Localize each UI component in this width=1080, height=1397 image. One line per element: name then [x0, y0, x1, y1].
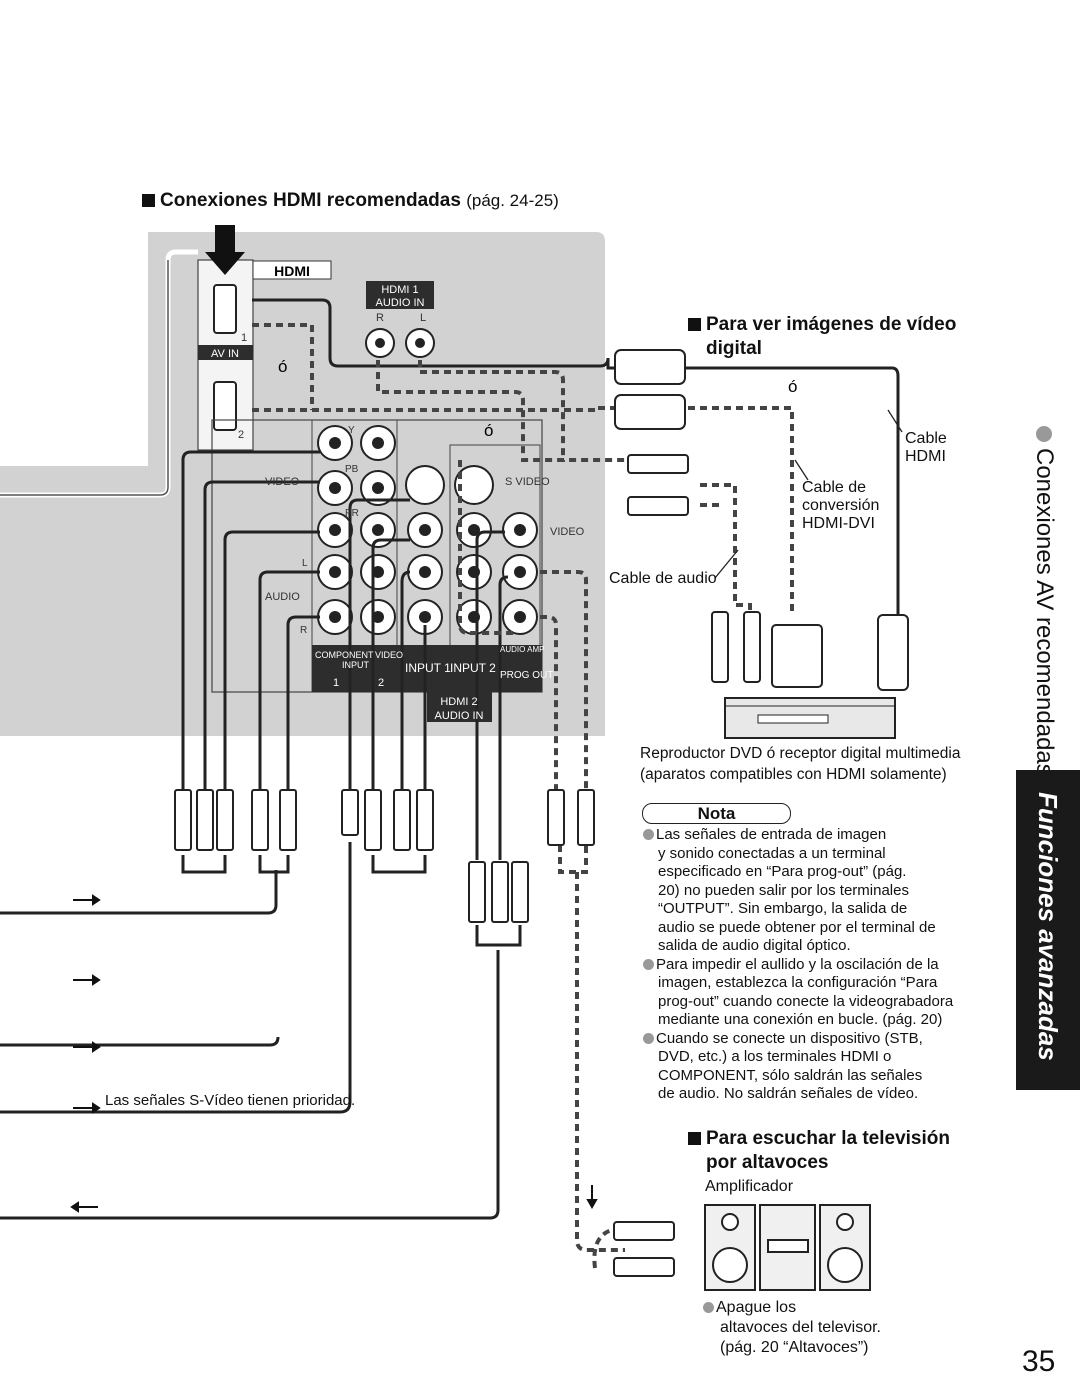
bullet-icon [703, 1302, 714, 1313]
vid-num-label: 2 [378, 677, 384, 689]
input1-label: INPUT 1 [405, 661, 451, 675]
video-input-label: VIDEO [375, 650, 403, 660]
page-ref: (pág. 24-25) [466, 191, 559, 210]
audio-label: AUDIO [265, 591, 300, 603]
cable-audio-label: Cable de audio [609, 570, 717, 587]
nota-item: Las señales de entrada de imagen y sonid… [643, 826, 1003, 956]
page-number: 35 [1022, 1345, 1056, 1378]
section-bullet-icon [1036, 426, 1052, 442]
speaker-note: Apague los altavoces del televisor. (pág… [703, 1298, 881, 1358]
digital-video-heading: Para ver imágenes de vídeo digital [688, 313, 956, 361]
r-small-label: R [300, 625, 307, 636]
nota-list: Las señales de entrada de imagen y sonid… [643, 826, 1003, 1104]
amplifier-label: Amplificador [705, 1178, 794, 1195]
y-label: Y [348, 425, 355, 436]
av-in-label: AV IN [211, 348, 239, 360]
l-small-label: L [302, 558, 308, 569]
square-bullet-icon [688, 318, 701, 331]
section-vertical-title: Conexiones AV recomendadas [1031, 448, 1058, 776]
input-label: INPUT [342, 660, 370, 670]
hdmi-port-1 [213, 284, 237, 334]
dvd-caption: Reproductor DVD ó receptor digital multi… [640, 745, 961, 783]
audio-in-2-label: AUDIO IN [435, 710, 484, 722]
hdmi2-label: HDMI 2 [440, 696, 477, 708]
audio-amp-label: AUDIO AMP [500, 645, 544, 654]
nota-title: Nota [642, 803, 791, 824]
hdmi-connections-heading: Conexiones HDMI recomendadas (pág. 24-25… [142, 190, 559, 212]
or-mark: ó [484, 421, 493, 440]
side-tab [1016, 770, 1080, 1090]
video-label-2: VIDEO [550, 526, 585, 538]
r-label: R [376, 312, 384, 324]
comp-num-label: 1 [333, 677, 339, 689]
prog-out-label: PROG OUT [500, 670, 553, 681]
hdmi-port-2 [213, 381, 237, 431]
hdmi-logo: HDMI [274, 263, 310, 279]
s-video-label: S VIDEO [505, 476, 550, 488]
or-mark: ó [788, 377, 797, 396]
pb-label: PB [345, 464, 359, 475]
side-tab-label: Funciones avanzadas [1033, 792, 1063, 1061]
down-arrow-icon [205, 252, 245, 275]
nota-item: Para impedir el aullido y la oscilación … [643, 956, 1003, 1030]
bullet-icon [643, 1032, 654, 1044]
amplifier-system [704, 1204, 871, 1291]
square-bullet-icon [688, 1132, 701, 1145]
hdmi1-label: HDMI 1 [381, 284, 418, 296]
l-label: L [420, 312, 426, 324]
tv-back-panel [0, 232, 605, 736]
pr-label: PR [345, 508, 359, 519]
component-label: COMPONENT [315, 650, 374, 660]
square-bullet-icon [142, 194, 155, 207]
video-label: VIDEO [265, 476, 300, 488]
port1-label: 1 [241, 332, 247, 344]
speakers-heading: Para escuchar la televisión por altavoce… [688, 1127, 950, 1175]
dvd-player [724, 697, 896, 739]
port2-label: 2 [238, 429, 244, 441]
bullet-icon [643, 829, 654, 840]
or-mark: ó [278, 357, 287, 376]
audio-in-label: AUDIO IN [376, 297, 425, 309]
svideo-priority-note: Las señales S-Vídeo tienen prioridad. [105, 1092, 356, 1109]
bullet-icon [643, 958, 654, 970]
input2-label: INPUT 2 [450, 661, 496, 675]
nota-item: Cuando se conecte un dispositivo (STB, D… [643, 1030, 1003, 1104]
